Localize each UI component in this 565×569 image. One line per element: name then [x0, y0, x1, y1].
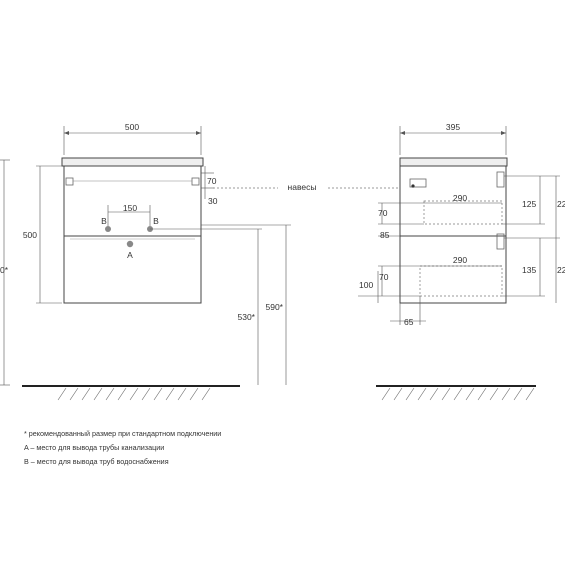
- offset-70-label: 70: [207, 176, 217, 186]
- dim-100-label: 100: [359, 280, 373, 290]
- dim-22-lower-label: 22: [557, 265, 565, 275]
- height-530-label: 530*: [238, 312, 256, 322]
- front-hinge-right: [191, 177, 200, 186]
- front-height-label: 500: [23, 230, 37, 240]
- side-handle-lower: [496, 233, 505, 250]
- notes: * рекомендованный размер при стандартном…: [24, 429, 221, 466]
- pipe-b-left-label: B: [101, 216, 107, 226]
- dim-65-label: 65: [404, 317, 414, 327]
- hinge-dot: [411, 184, 415, 188]
- upper-drawer-outline: [423, 200, 503, 225]
- pipe-a-marker: [126, 240, 134, 248]
- note-pipe-b: B – место для вывода труб водоснабжения: [24, 457, 169, 466]
- hinges-label: навесы: [288, 182, 317, 192]
- pipe-b-left-marker: [105, 226, 111, 232]
- front-width-label: 500: [125, 122, 139, 132]
- front-cabinet-body: [63, 165, 202, 304]
- dim-135-label: 135: [522, 265, 536, 275]
- note-pipe-a: A – место для вывода трубы канализации: [24, 443, 164, 452]
- dim-22-upper-label: 22: [557, 199, 565, 209]
- pipe-a-label: A: [127, 250, 133, 260]
- arrow-icon: [501, 131, 506, 135]
- pipe-spacing-label: 150: [123, 203, 137, 213]
- arrow-icon: [196, 131, 201, 135]
- front-hinge-left: [65, 177, 74, 186]
- side-countertop: [399, 157, 508, 167]
- front-floor-hatch: [57, 387, 211, 401]
- note-recommended: * рекомендованный размер при стандартном…: [24, 429, 221, 438]
- dim-70-lower-label: 70: [379, 272, 389, 282]
- front-view: 500 B B 150 A 500 0*: [0, 122, 408, 401]
- lower-drawer-depth-label: 290: [453, 255, 467, 265]
- side-floor-hatch: [381, 387, 535, 401]
- full-height-label: 0*: [0, 265, 9, 275]
- height-590-label: 590*: [266, 302, 284, 312]
- side-depth-label: 395: [446, 122, 460, 132]
- side-cabinet-body: [399, 165, 507, 304]
- front-countertop: [61, 157, 204, 167]
- dim-85-label: 85: [380, 230, 390, 240]
- side-handle-upper: [496, 171, 505, 188]
- offset-30-label: 30: [208, 196, 218, 206]
- side-view: 395 290 290 70 85 70 100: [358, 122, 565, 401]
- side-hinge-bracket: [409, 178, 427, 188]
- pipe-b-right-label: B: [153, 216, 159, 226]
- arrow-icon: [400, 131, 405, 135]
- dim-125-label: 125: [522, 199, 536, 209]
- dim-70-upper-label: 70: [378, 208, 388, 218]
- arrow-icon: [64, 131, 69, 135]
- upper-drawer-depth-label: 290: [453, 193, 467, 203]
